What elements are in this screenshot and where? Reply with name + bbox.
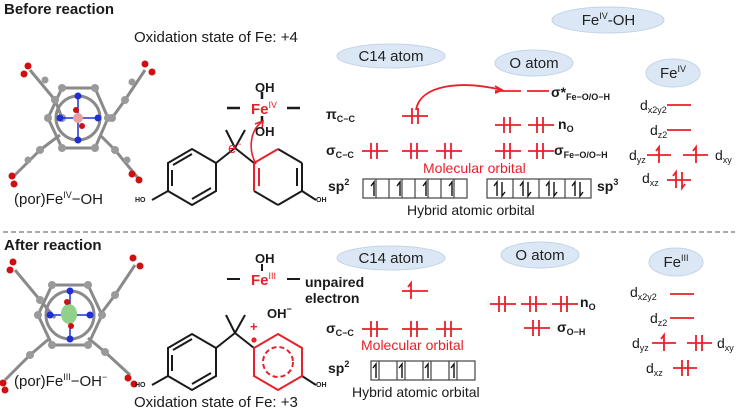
d-yz-label-before: dyz [629, 147, 646, 165]
d-xy-label-before: dxy [715, 147, 732, 165]
after-ho-label: HO [135, 382, 146, 389]
before-heading: Before reaction [4, 1, 115, 18]
molecular-orbital-label-before: Molecular orbital [423, 160, 526, 176]
sigma-cc-label-after: σC−C [326, 320, 354, 338]
before-fe-bottom-ligand: OH [255, 124, 275, 139]
d-yz-label-after: dyz [632, 335, 649, 353]
d-xz-label-before: dxz [642, 170, 659, 188]
before-fe-center: FeIV [251, 100, 278, 118]
sigma-star-label: σ*Fe−O/O−H [551, 84, 611, 102]
cloud-o-after: O atom [500, 241, 580, 269]
before-oh-label: OH [316, 197, 327, 204]
cloud-o-before: O atom [494, 49, 574, 77]
cloud-feoh-before: FeIV-OH [551, 5, 666, 35]
cloud-c14-before: C14 atom [336, 42, 446, 70]
before-complex-label: (por)FeIV−OH [14, 190, 103, 208]
after-oh-label: OH [316, 382, 327, 389]
after-complex-label: (por)FeIII−OH− [14, 372, 108, 390]
cation-sign: + [250, 319, 258, 334]
cloud-fe-after: FeIII [648, 247, 704, 277]
d-z2-label-before: dz2 [650, 122, 668, 140]
n-o-label-after: nO [580, 294, 596, 312]
d-z2-label-after: dz2 [650, 310, 668, 328]
hybrid-label-before: Hybrid atomic orbital [407, 202, 535, 218]
after-oxidation-state: Oxidation state of Fe: +3 [134, 394, 298, 411]
before-ho-label: HO [135, 197, 146, 204]
hybrid-label-after: Hybrid atomic orbital [352, 384, 480, 400]
sigma-cc-label-before: σC−C [326, 142, 354, 160]
d-xy-label-after: dxy [717, 335, 734, 353]
n-o-label-before: nO [558, 116, 574, 134]
sp3-label: sp3 [597, 177, 619, 194]
sp2-label-after: sp2 [328, 359, 350, 376]
after-fe-top-ligand: OH [255, 251, 275, 266]
cloud-c14-after: C14 atom [336, 244, 446, 272]
before-fe-top-ligand: OH [255, 80, 275, 95]
hydroxide-label: OH− [267, 304, 292, 321]
d-xz-label-after: dxz [646, 360, 663, 378]
electron-label: e− [228, 139, 242, 157]
sigma-oh-label: σO−H [557, 319, 586, 337]
sigma-feo-label: σFe−O/O−H [554, 142, 608, 160]
before-oxidation-state: Oxidation state of Fe: +4 [134, 29, 298, 46]
after-heading: After reaction [4, 237, 102, 254]
d-x2y2-label-after: dx2y2 [630, 284, 657, 302]
sp2-label-before: sp2 [328, 177, 350, 194]
d-x2y2-label-before: dx2y2 [640, 97, 667, 115]
cloud-fe-before: FeIV [645, 58, 701, 88]
after-fe-center: FeIII [251, 271, 277, 289]
pi-cc-label: πC−C [326, 106, 355, 124]
molecular-orbital-label-after: Molecular orbital [361, 337, 464, 353]
